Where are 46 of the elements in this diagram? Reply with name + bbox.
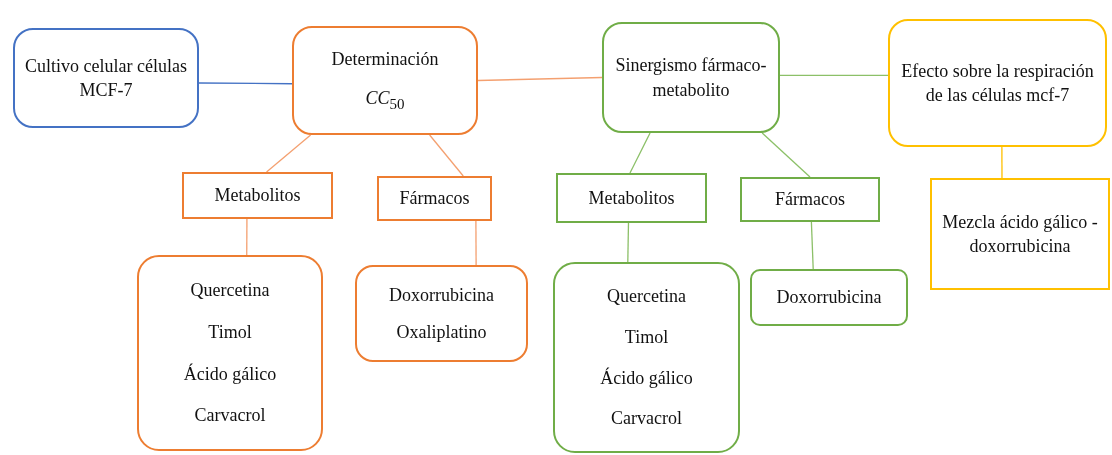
connector-line <box>810 221 814 270</box>
process-box <box>182 172 333 219</box>
node-text: Doxorrubicina <box>389 284 494 308</box>
rounded-box <box>750 269 908 326</box>
rounded-box <box>137 255 323 451</box>
node-text: Ácido gálico <box>600 366 693 390</box>
process-box <box>740 177 880 222</box>
node-text: Quercetina <box>607 285 686 309</box>
node-text: Mezcla ácido gálico - doxorrubicina <box>941 210 1099 258</box>
connector-line <box>477 76 603 82</box>
process-box <box>556 173 707 223</box>
node-text: Ácido gálico <box>183 362 277 386</box>
rounded-box <box>13 28 199 128</box>
connector-line <box>761 132 811 178</box>
node-text: Quercetina <box>190 279 270 303</box>
process-box <box>377 176 492 221</box>
connector-line <box>779 74 889 76</box>
rounded-box <box>355 265 528 362</box>
rounded-box <box>292 26 478 135</box>
node-text: Sinergismo fármaco- metabolito <box>614 54 768 102</box>
connector-line <box>475 220 477 266</box>
node-text: Determinación <box>331 47 439 71</box>
node-text: Cultivo celular células MCF-7 <box>24 54 188 102</box>
rounded-box <box>602 22 780 133</box>
node-text: Efecto sobre la respiración de las células mcf-7 <box>900 59 1095 107</box>
connector-line <box>198 82 293 85</box>
connector-line <box>265 134 312 173</box>
node-text: Carvacrol <box>611 407 682 431</box>
node-text: Timol <box>208 321 252 344</box>
node-text: Carvacrol <box>194 404 266 428</box>
connector-line <box>246 218 248 256</box>
rounded-box <box>888 19 1107 147</box>
process-box <box>930 178 1110 290</box>
connector-line <box>429 134 464 177</box>
node-text: Fármacos <box>775 188 845 212</box>
node-text: Metabolitos <box>214 184 301 208</box>
node-text: Timol <box>624 326 669 349</box>
node-text: Oxaliplatino <box>396 320 487 344</box>
connector-line <box>629 132 651 174</box>
node-text: Fármacos <box>399 187 470 211</box>
node-text: Doxorrubicina <box>776 286 882 310</box>
node-text: CC$_{50}$ <box>365 87 405 114</box>
node-text: Metabolitos <box>588 186 675 210</box>
rounded-box <box>553 262 740 453</box>
connector-line <box>1001 146 1003 179</box>
connector-line <box>627 222 630 263</box>
